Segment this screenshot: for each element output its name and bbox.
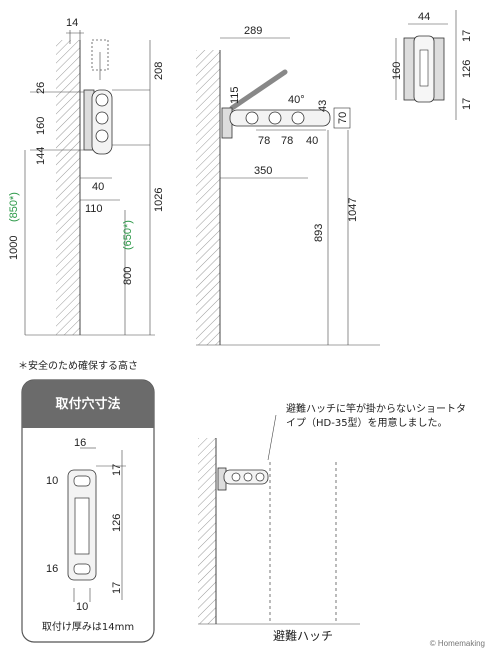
dim-angle-40: 40° xyxy=(288,94,305,106)
dim-126b: 126 xyxy=(111,514,123,532)
mount-title: 取付穴寸法 xyxy=(55,396,120,412)
panel-front-view: 44 17 126 17 160 xyxy=(391,10,473,120)
dim-43: 43 xyxy=(317,100,329,112)
mount-thickness: 取付け厚みは14mm xyxy=(42,620,134,633)
dim-110: 110 xyxy=(85,203,103,215)
dim-70: 70 xyxy=(337,112,349,124)
dim-10a: 10 xyxy=(46,475,58,487)
dim-800: 800 xyxy=(122,267,134,285)
dim-17d: 17 xyxy=(111,582,123,594)
dim-40b: 40 xyxy=(306,135,318,147)
panel-side-folded: 14 208 1026 26 160 144 40 110 1000 (850*… xyxy=(8,17,165,336)
dim-893: 893 xyxy=(313,224,325,242)
dim-650-safe: (650*) xyxy=(122,220,134,250)
dim-350: 350 xyxy=(254,165,272,177)
dim-160: 160 xyxy=(35,117,47,135)
dim-126: 126 xyxy=(461,60,473,78)
wall-hatch xyxy=(56,40,80,335)
dim-160b: 160 xyxy=(391,62,403,80)
wall-hatch-2 xyxy=(196,50,220,345)
dim-78a: 78 xyxy=(258,135,270,147)
dim-16b: 16 xyxy=(46,563,58,575)
mount-hole-card: 取付穴寸法 16 10 17 126 17 16 10 取付け厚みは14mm xyxy=(21,379,155,643)
dim-850-safe: (850*) xyxy=(8,192,20,222)
dim-17a: 17 xyxy=(461,30,473,42)
dim-208: 208 xyxy=(153,62,165,80)
copyright: © Homemaking xyxy=(430,639,485,648)
panel-side-extended: 289 115 40° 43 70 78 78 40 350 893 1047 xyxy=(196,25,380,346)
dim-144: 144 xyxy=(35,147,47,165)
panel-hatch: 避難ハッチに竿が掛からないショートタ イプ（HD-35型）を用意しました。 避難… xyxy=(198,402,466,643)
dim-78b: 78 xyxy=(281,135,293,147)
hatch-note-line1: 避難ハッチに竿が掛からないショートタ xyxy=(286,402,466,415)
dim-40: 40 xyxy=(92,181,104,193)
dim-17c: 17 xyxy=(111,464,123,476)
dim-1000: 1000 xyxy=(8,236,20,260)
dim-14: 14 xyxy=(66,17,78,29)
dim-16a: 16 xyxy=(74,437,86,449)
dim-1047: 1047 xyxy=(347,198,359,222)
dim-10b: 10 xyxy=(76,601,88,613)
dim-44: 44 xyxy=(418,11,430,23)
hatch-label: 避難ハッチ xyxy=(273,628,333,643)
dim-17b: 17 xyxy=(461,98,473,110)
dim-26: 26 xyxy=(35,82,47,94)
dim-289: 289 xyxy=(244,25,262,37)
dim-1026: 1026 xyxy=(153,188,165,212)
dim-115: 115 xyxy=(229,86,241,104)
safety-note: ＊安全のため確保する高さ xyxy=(18,359,138,372)
hatch-note-line2: イプ（HD-35型）を用意しました。 xyxy=(286,416,448,429)
